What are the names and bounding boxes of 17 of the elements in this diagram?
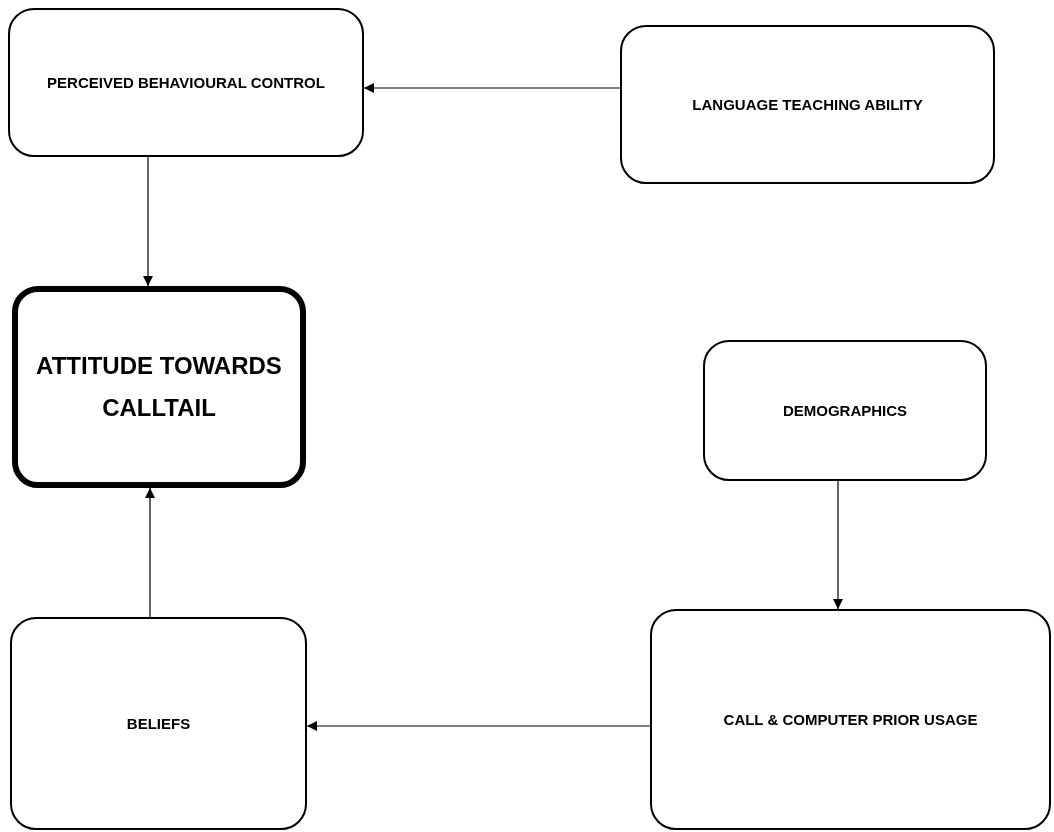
rounded-box (8, 8, 364, 157)
rounded-box (650, 609, 1051, 830)
rounded-box (10, 617, 307, 830)
arrow (306, 721, 651, 731)
arrow (363, 83, 621, 93)
rounded-box (12, 286, 306, 488)
node-label: ATTITUDE TOWARDS CALLTAIL (35, 351, 283, 423)
node-label: LANGUAGE TEACHING ABILITY (691, 94, 924, 115)
rounded-box (703, 340, 987, 481)
node-label: BELIEFS (125, 713, 192, 734)
rounded-box (620, 25, 995, 184)
node-label: PERCEIVED BEHAVIOURAL CONTROL (46, 72, 326, 93)
arrow (143, 156, 153, 287)
node-label: DEMOGRAPHICS (781, 400, 909, 421)
node-label: CALL & COMPUTER PRIOR USAGE (722, 709, 979, 730)
arrow (145, 487, 155, 618)
arrow (833, 480, 843, 610)
